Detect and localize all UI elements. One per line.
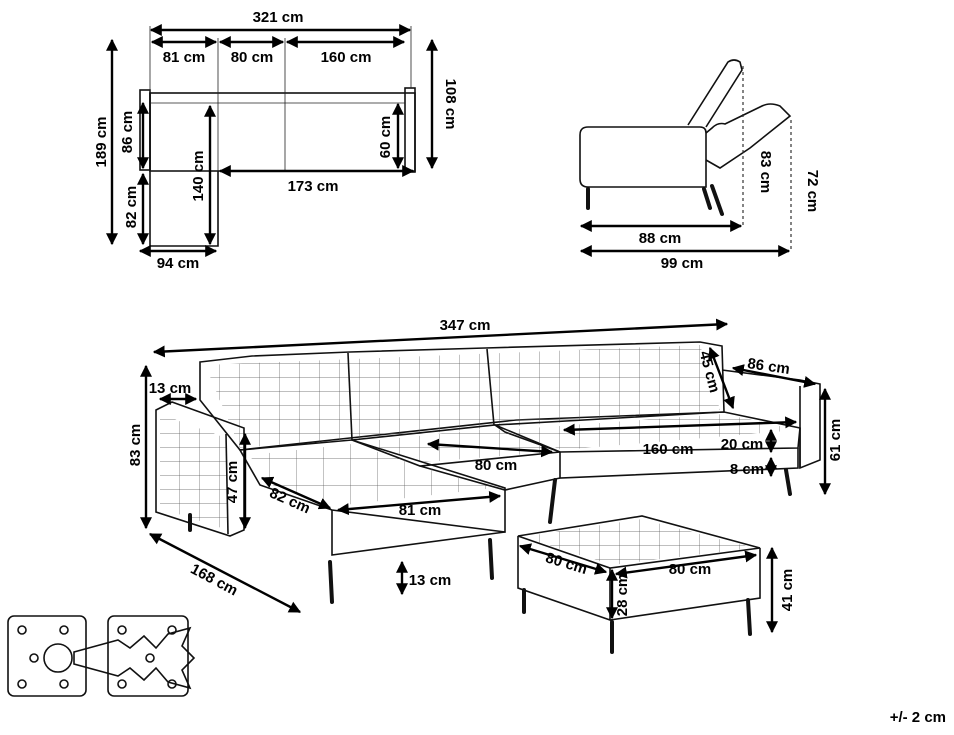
main-total-width-label: 347 cm xyxy=(440,317,491,334)
top-arm-depth-label: 86 cm xyxy=(119,111,136,154)
ottoman-width-label: 80 cm xyxy=(669,561,712,578)
top-seg-right-label: 160 cm xyxy=(321,49,372,66)
top-chaise-width-label: 94 cm xyxy=(157,255,200,272)
top-seg-left-label: 81 cm xyxy=(163,49,206,66)
main-total-height-label: 83 cm xyxy=(127,424,144,467)
top-bottom-width-label: 173 cm xyxy=(288,178,339,195)
main-leg-height-label: 13 cm xyxy=(409,572,452,589)
main-arm-width-label: 13 cm xyxy=(149,380,192,397)
ottoman-shape xyxy=(517,515,761,654)
ottoman-cushion-label: 28 cm xyxy=(614,574,631,617)
main-right-arm-depth-label: 86 cm xyxy=(746,355,790,378)
main-right-height-label: 61 cm xyxy=(827,419,844,462)
assembly-bracket-icon xyxy=(7,615,196,697)
top-chaise-seat-label: 140 cm xyxy=(190,151,207,202)
ottoman-height-label: 41 cm xyxy=(779,569,796,612)
top-view-outline xyxy=(139,87,416,247)
top-view: 321 cm 81 cm 80 cm 160 cm 189 cm 86 cm 8… xyxy=(93,9,459,272)
side-view: 88 cm 99 cm 83 cm 72 cm xyxy=(579,59,821,272)
top-chaise-lower-label: 82 cm xyxy=(123,186,140,229)
top-total-width-label: 321 cm xyxy=(253,9,304,26)
side-view-dimension-lines xyxy=(579,66,792,257)
tolerance-note: +/- 2 cm xyxy=(890,709,946,726)
main-base-thick-label: 8 cm xyxy=(730,461,764,478)
main-view: 347 cm 13 cm 83 cm 45 cm 86 cm 61 cm 47 … xyxy=(127,317,844,614)
side-seat-depth-label: 88 cm xyxy=(639,230,682,247)
main-view-dimension-lines xyxy=(140,318,831,614)
side-reclined-height-label: 83 cm xyxy=(757,151,774,194)
main-arm-height-label: 47 cm xyxy=(224,461,241,504)
main-right-seat-label: 160 cm xyxy=(643,441,694,458)
top-view-dimension-lines xyxy=(106,24,438,257)
side-back-height-label: 72 cm xyxy=(804,170,821,213)
main-seat-thick-label: 20 cm xyxy=(721,436,764,453)
ottoman-dimension-lines xyxy=(518,543,778,634)
main-chaise-front-label: 81 cm xyxy=(399,502,442,519)
top-seg-mid-label: 80 cm xyxy=(231,49,274,66)
top-total-depth-label: 189 cm xyxy=(93,117,110,168)
side-view-sofa xyxy=(579,59,792,216)
main-mid-seat-label: 80 cm xyxy=(475,457,518,474)
side-total-depth-label: 99 cm xyxy=(661,255,704,272)
top-main-depth-label: 108 cm xyxy=(442,79,459,130)
top-seat-depth-label: 60 cm xyxy=(377,116,394,159)
ottoman-view: 80 cm 80 cm 28 cm 41 cm xyxy=(517,515,796,654)
